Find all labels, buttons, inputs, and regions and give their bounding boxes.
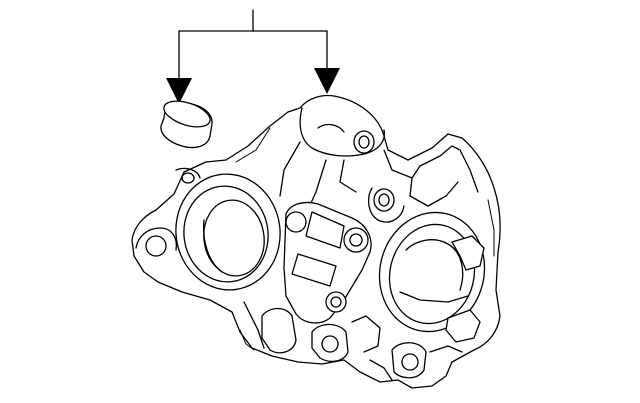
center-boss [367, 187, 405, 223]
outlet-valve-tab [451, 235, 485, 271]
center-mount-hole [373, 188, 395, 212]
center-mount-hole-inner [378, 193, 390, 207]
left-flange-top-ear [175, 167, 201, 179]
center-flange-hole-bottom-inner [330, 296, 342, 308]
outlet-lower-tab [445, 309, 481, 343]
top-mount-hole [353, 130, 375, 154]
lower-right-edge [369, 359, 393, 381]
top-boss-rib [317, 123, 345, 133]
center-flange-hole-top [285, 211, 307, 233]
top-mount-hole-inner [358, 135, 370, 149]
center-flange-hole-bottom [325, 291, 347, 313]
left-flange-ear [135, 227, 178, 251]
right-top-notch [409, 177, 459, 207]
cap-part [160, 100, 213, 149]
right-top-flange [383, 145, 479, 193]
cap-top-face [163, 100, 211, 128]
left-flange-top-hole [181, 172, 195, 184]
lower-center-hole [321, 335, 339, 353]
left-flange-hole [145, 235, 167, 257]
lower-right-hole [401, 353, 419, 371]
top-boss-edge [299, 107, 386, 157]
outlet-bore-inner-edge [405, 239, 464, 291]
arrow-to-cap-icon [166, 78, 192, 104]
lower-left-lug [261, 307, 297, 354]
lower-center-rib [351, 315, 381, 353]
center-flange-hole-right-inner [349, 233, 363, 247]
arrow-to-housing-icon [314, 68, 340, 94]
outlet-bore-floor [399, 291, 469, 303]
inlet-port-rim [183, 185, 269, 283]
center-flange-hole-right [343, 227, 369, 253]
inlet-port-bore [203, 199, 265, 277]
upper-rib-right [339, 159, 357, 193]
housing-part [131, 94, 501, 389]
upper-rib-left [279, 141, 301, 197]
shade-line-3 [235, 127, 271, 163]
callout-leader [166, 9, 340, 104]
outlet-port-rim [388, 223, 476, 325]
inlet-bore-shading [202, 219, 223, 273]
lower-left-edge [243, 301, 265, 349]
shade-line-1 [239, 329, 255, 351]
center-flange-slot-upper [305, 211, 345, 249]
center-flange-slot-lower [291, 253, 337, 287]
lower-right-rib [429, 345, 463, 353]
shade-line-2 [487, 199, 495, 257]
